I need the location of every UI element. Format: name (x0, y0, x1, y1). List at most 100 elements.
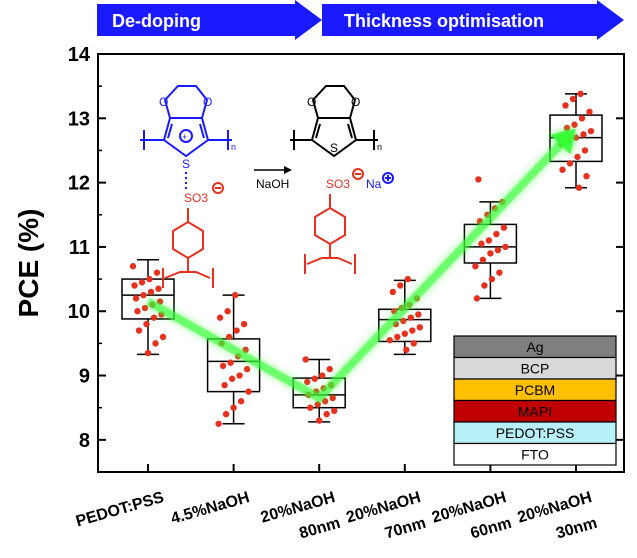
y-tick-label: 10 (68, 301, 90, 323)
data-point (485, 237, 493, 244)
data-point (228, 375, 236, 382)
data-point (578, 115, 586, 122)
data-point (559, 166, 566, 173)
banner-dedoping-label: De-doping (112, 11, 201, 31)
data-point (314, 401, 321, 408)
plot-frame (97, 53, 625, 473)
repeat-index-right: n (377, 142, 382, 152)
chem-structure-left: O O + S n SO3 (140, 85, 236, 288)
data-point (159, 333, 167, 341)
x-tick-label: 4.5%NaOH (169, 489, 251, 528)
y-tick-label: 13 (68, 108, 90, 130)
data-point (237, 398, 245, 405)
sulfonate-left: SO3 (184, 191, 208, 205)
data-point (575, 184, 583, 191)
data-point (141, 304, 149, 312)
data-point (481, 282, 488, 289)
data-point (319, 372, 326, 379)
data-point (147, 288, 155, 296)
x-tick-sublabel: 70nm (383, 515, 428, 543)
data-point (135, 327, 143, 334)
data-point (227, 359, 234, 366)
x-tick-label: PEDOT:PSS (74, 489, 166, 530)
data-point (475, 176, 482, 183)
stack-layer: PCBM (453, 378, 617, 402)
data-point (322, 398, 329, 405)
data-point (407, 314, 414, 321)
data-point (389, 288, 396, 296)
data-point (586, 108, 593, 116)
y-tick-label: 9 (79, 366, 90, 388)
stack-layer-label: PEDOT:PSS (496, 425, 575, 441)
data-point (233, 327, 240, 334)
data-point (245, 388, 252, 395)
y-tick-label: 12 (68, 173, 90, 195)
data-point (304, 378, 311, 386)
chem-structure-right: O O S n SO3 Na (290, 85, 394, 274)
sulfur-label-right: S (330, 141, 338, 155)
data-point (386, 336, 393, 344)
y-tick-label: 11 (69, 237, 90, 259)
data-point (316, 417, 323, 424)
data-point (150, 314, 158, 321)
stack-layer: MAPI (453, 399, 617, 423)
repeat-index-left: n (231, 142, 236, 152)
data-point (478, 240, 485, 247)
x-tick-sublabel: 60nm (469, 515, 514, 543)
data-point (140, 291, 147, 299)
data-point (472, 263, 479, 270)
data-point (240, 320, 248, 328)
data-point (410, 340, 417, 347)
data-point (219, 362, 227, 370)
banner-thickness: Thickness optimisation (322, 0, 624, 40)
stack-layer: Ag (453, 335, 617, 359)
sodium-label: Na (366, 177, 382, 191)
data-point (132, 295, 140, 302)
data-point (311, 375, 318, 382)
stack-layer-fill (453, 442, 617, 466)
svg-text:+: + (182, 132, 187, 142)
data-point (571, 121, 578, 128)
oxygen-label-2: O (203, 95, 212, 109)
data-point (307, 404, 314, 411)
data-point (587, 127, 595, 135)
data-point (152, 340, 159, 347)
data-point (216, 314, 224, 321)
reagent-label: NaOH (256, 177, 289, 191)
data-point (416, 324, 423, 331)
data-point (144, 349, 152, 357)
data-point (404, 275, 411, 283)
data-point (146, 275, 153, 283)
stack-layer-label: Ag (526, 339, 543, 355)
data-point (487, 250, 494, 257)
trend-arrowhead (550, 128, 576, 155)
data-point (583, 172, 590, 180)
oxygen-label-3: O (307, 95, 316, 109)
y-tick-label: 14 (68, 44, 91, 66)
data-point (221, 381, 228, 389)
data-point (231, 291, 239, 299)
x-tick-label-group: PEDOT:PSS (74, 489, 166, 530)
data-point (222, 410, 230, 418)
stack-layer-label: MAPI (518, 404, 552, 420)
data-point (400, 317, 407, 325)
trend-line (146, 131, 573, 404)
data-point (134, 308, 141, 315)
stack-layer-label: FTO (521, 447, 549, 463)
data-point (215, 420, 222, 427)
stack-layer: FTO (453, 442, 617, 466)
data-point (153, 269, 161, 276)
data-point (479, 256, 487, 263)
box-iqr (463, 223, 518, 264)
data-point (143, 320, 150, 328)
data-point (230, 404, 237, 411)
data-point (580, 131, 587, 138)
sulfonate-right: SO3 (326, 177, 350, 191)
